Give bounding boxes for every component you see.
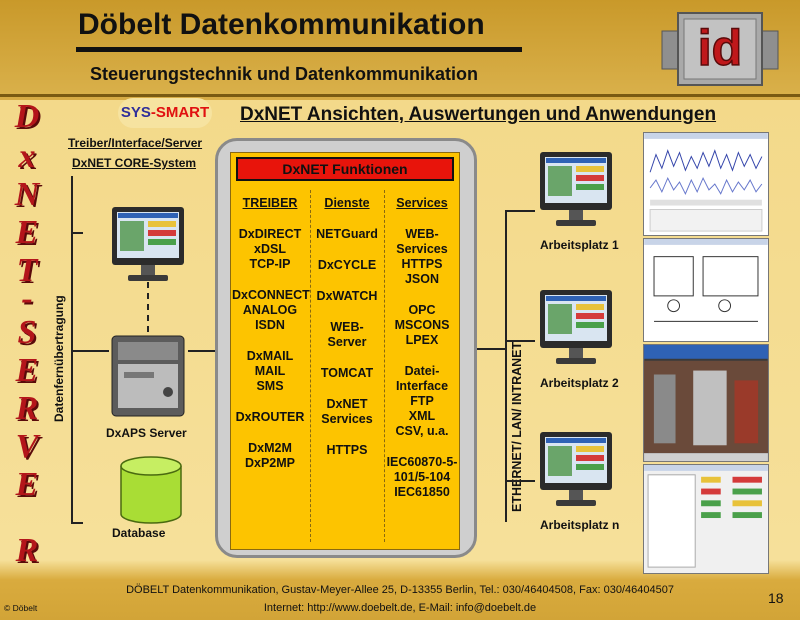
function-item: DxMAIL MAIL SMS	[246, 349, 294, 393]
function-item: Datei- Interface FTP XML CSV, u.a.	[395, 364, 449, 438]
column-services: Services WEB- Services HTTPS JSON OPC MS…	[385, 196, 459, 516]
function-item: NETGuard	[316, 227, 378, 241]
brand-letter: T	[16, 252, 38, 289]
connector-line	[71, 522, 83, 524]
brand-letter: E	[15, 352, 39, 389]
functions-panel	[230, 152, 460, 550]
monitor-icon	[112, 207, 184, 281]
column-dienste: Dienste NETGuard DxCYCLE DxWATCH WEB- Se…	[311, 196, 383, 474]
core-system-label: DxNET CORE-System	[72, 156, 197, 170]
brand-letter: E	[15, 214, 39, 251]
network-label: ETHERNET/ LAN/ INTRANET	[510, 341, 524, 512]
monitor-icon	[540, 432, 612, 506]
brand-letter: x	[18, 138, 36, 175]
server-icon	[111, 335, 185, 417]
section-heading: DxNET Ansichten, Auswertungen und Anwend…	[240, 104, 717, 125]
column-treiber: TREIBER DxDIRECT xDSL TCP-IP DxCONNECT A…	[232, 196, 310, 487]
footer: DÖBELT Datenkommunikation, Gustav-Meyer-…	[0, 583, 800, 615]
workstation-label: Arbeitsplatz n	[540, 518, 620, 532]
connector-line	[147, 282, 149, 332]
function-item: IEC60870-5- 101/5-104 IEC61850	[386, 455, 458, 499]
function-item: DxNET Services	[321, 397, 373, 426]
function-item: HTTPS	[326, 443, 368, 457]
subtitle: Steuerungstechnik und Datenkommunikation	[90, 64, 479, 84]
column-header: Services	[396, 196, 448, 210]
functions-title: DxNET Funktionen	[236, 157, 454, 181]
connector-line	[477, 348, 505, 350]
footer-contact: Internet: http://www.doebelt.de, E-Mail:…	[263, 602, 537, 614]
database-icon	[120, 456, 182, 524]
function-item: TOMCAT	[320, 366, 374, 380]
function-item: DxCYCLE	[317, 258, 377, 272]
function-item: WEB- Services HTTPS JSON	[396, 227, 448, 286]
copyright: © Döbelt	[4, 603, 38, 613]
column-header: TREIBER	[242, 196, 298, 210]
diagram-thumbnail	[643, 238, 769, 342]
column-divider	[384, 190, 385, 542]
title-rule	[76, 47, 522, 52]
column-header: Dienste	[324, 196, 370, 210]
function-item: DxM2M DxP2MP	[244, 441, 296, 470]
brand-letter: V	[15, 428, 39, 465]
sys-smart-badge: SYS-SMART	[118, 98, 212, 128]
chart-thumbnail	[643, 132, 769, 236]
function-item: OPC MSCONS LPEX	[394, 303, 450, 347]
driver-interface-label: Treiber/Interface/Server	[68, 136, 203, 150]
brand-letter: S	[17, 314, 37, 351]
transmission-label: Datenfernübertragung	[52, 295, 66, 422]
main-title: Döbelt Datenkommunikation	[78, 8, 485, 41]
connector-line	[505, 210, 535, 212]
function-item: DxDIRECT xDSL TCP-IP	[238, 227, 302, 271]
brand-letter: -	[21, 280, 33, 317]
photo-thumbnail	[643, 344, 769, 462]
function-item: DxROUTER	[235, 410, 305, 424]
connector-line	[71, 350, 109, 352]
connector-line	[505, 340, 535, 342]
monitor-icon	[540, 290, 612, 364]
brand-letter: R	[15, 532, 39, 569]
status-table-thumbnail	[643, 464, 769, 574]
column-divider	[310, 190, 311, 542]
monitor-icon	[540, 152, 612, 226]
network-line	[505, 210, 507, 522]
logo-text: id	[698, 20, 742, 76]
brand-letter: R	[15, 390, 39, 427]
function-item: DxCONNECT ANALOG ISDN	[232, 288, 310, 332]
server-label: DxAPS Server	[106, 426, 187, 440]
function-item: DxWATCH	[316, 289, 378, 303]
footer-address: DÖBELT Datenkommunikation, Gustav-Meyer-…	[126, 584, 674, 596]
brand-letter: D	[14, 98, 40, 135]
id-logo-icon: id	[661, 12, 779, 86]
database-label: Database	[112, 526, 166, 540]
connector-line	[188, 350, 218, 352]
connector-line	[71, 232, 83, 234]
page-number: 18	[768, 590, 784, 606]
brand-letter: N	[14, 176, 40, 213]
connector-line	[505, 480, 535, 482]
function-item: WEB- Server	[327, 320, 367, 349]
workstation-label: Arbeitsplatz 2	[540, 376, 619, 390]
workstation-label: Arbeitsplatz 1	[540, 238, 619, 252]
brand-letter: E	[15, 466, 39, 503]
